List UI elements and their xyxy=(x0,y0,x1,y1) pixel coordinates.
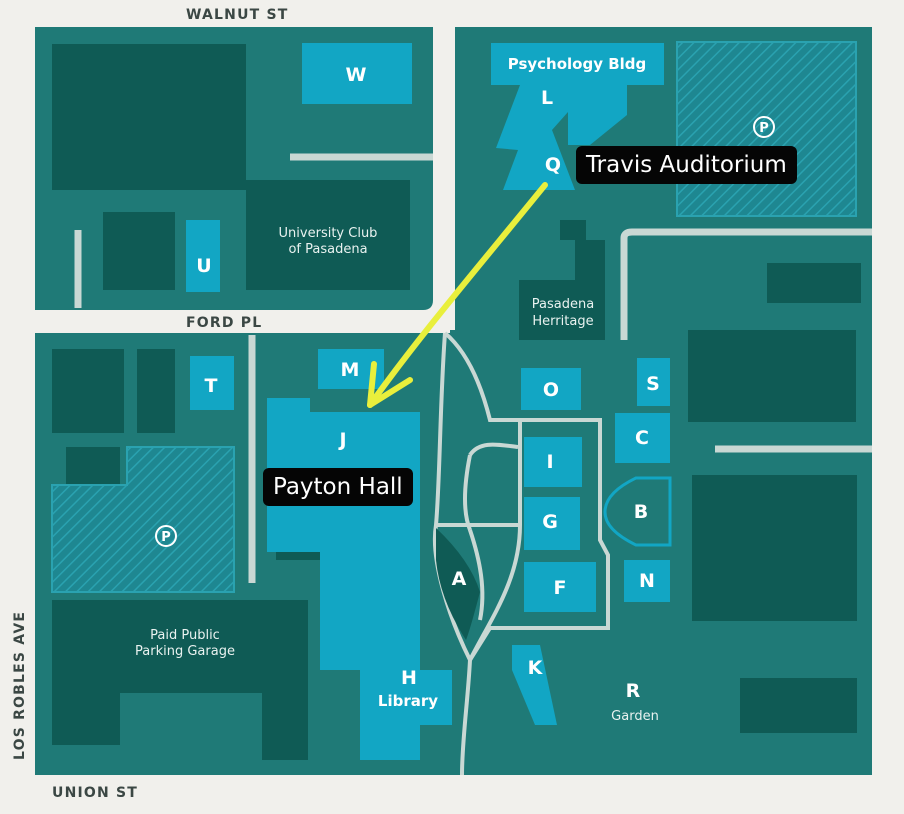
dark-buildings xyxy=(52,44,861,760)
building-east-1 xyxy=(688,330,856,422)
name-garage-1: Paid Public xyxy=(150,628,220,643)
building-university-club xyxy=(246,180,410,290)
building-b xyxy=(603,476,672,547)
name-library: Library xyxy=(378,692,438,710)
label-o: O xyxy=(543,379,559,401)
street-los-robles: LOS ROBLES AVE xyxy=(12,611,28,760)
route-arrow xyxy=(367,182,548,408)
label-f: F xyxy=(554,577,567,599)
label-c: C xyxy=(635,427,649,449)
label-g: G xyxy=(542,511,558,533)
name-psychology: Psychology Bldg xyxy=(508,55,647,73)
building-psychology xyxy=(491,43,664,190)
label-a: A xyxy=(452,568,467,590)
label-l: L xyxy=(541,87,553,109)
building-u xyxy=(186,220,220,292)
building-ne-small xyxy=(767,263,861,303)
label-n: N xyxy=(639,570,655,592)
name-garden: Garden xyxy=(611,709,659,724)
label-r: R xyxy=(626,680,641,702)
label-u: U xyxy=(196,255,211,277)
building-s xyxy=(637,358,670,406)
path-ne-corner xyxy=(620,228,872,340)
building-se xyxy=(740,678,857,733)
building-g xyxy=(524,497,580,550)
building-pasadena-heritage xyxy=(519,240,605,340)
label-s: S xyxy=(646,373,660,395)
building-w xyxy=(302,43,412,104)
name-heritage-1: Pasadena xyxy=(532,297,594,312)
building-east-2 xyxy=(692,475,857,621)
label-i: I xyxy=(546,451,553,473)
building-parking-garage xyxy=(52,600,308,760)
parking-symbol-ne: P xyxy=(759,121,769,136)
building-o xyxy=(521,368,581,410)
building-t xyxy=(190,356,234,410)
label-m: M xyxy=(341,359,360,381)
name-club-1: University Club xyxy=(279,226,378,241)
central-road xyxy=(433,27,455,327)
callout-payton-hall: Payton Hall xyxy=(263,468,413,506)
street-walnut: WALNUT ST xyxy=(186,7,289,23)
label-b: B xyxy=(634,501,648,523)
label-j: J xyxy=(337,429,346,451)
parking-symbol-sw: P xyxy=(161,530,171,545)
building-a xyxy=(436,528,480,640)
name-garage-2: Parking Garage xyxy=(135,644,235,659)
label-h: H xyxy=(401,667,417,689)
building-k xyxy=(512,645,557,725)
building-f xyxy=(524,562,596,612)
name-club-2: of Pasadena xyxy=(288,242,367,257)
building-n xyxy=(624,560,670,602)
label-w: W xyxy=(346,64,367,86)
name-heritage-2: Herritage xyxy=(532,314,593,329)
label-k: K xyxy=(528,657,544,679)
callout-travis-auditorium: Travis Auditorium xyxy=(576,146,797,184)
parking-icon-ne xyxy=(753,116,775,138)
street-union: UNION ST xyxy=(52,785,138,801)
street-ford: FORD PL xyxy=(186,315,262,331)
parking-icon-sw xyxy=(155,525,177,547)
parking-lot-southwest xyxy=(51,446,235,593)
label-q: Q xyxy=(545,154,561,176)
parking-lot-northeast xyxy=(676,41,857,217)
ford-pl-road xyxy=(35,310,450,333)
building-i xyxy=(524,437,582,487)
building-c xyxy=(615,413,670,463)
building-nw-large xyxy=(52,44,246,190)
label-t: T xyxy=(205,375,218,397)
